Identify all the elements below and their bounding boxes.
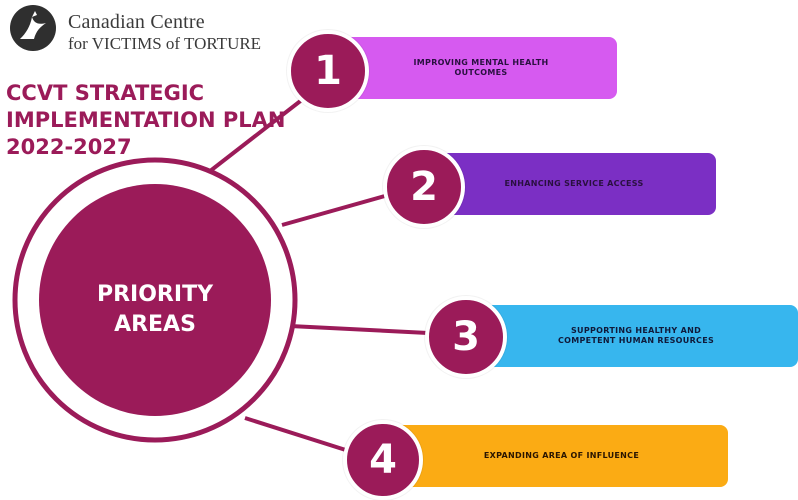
connector-line-3 [289,324,429,335]
plan-title-line3: 2022-2027 [6,135,132,159]
priority-banner-4: EXPANDING AREA OF INFLUENCE [395,425,728,487]
priority-1-line2: OUTCOMES [454,68,508,77]
priority-number-badge-1: 1 [287,30,369,112]
plan-title-line2: IMPLEMENTATION PLAN [6,108,286,132]
priority-4-text: EXPANDING AREA OF INFLUENCE [484,451,639,461]
hub-label-line2: AREAS [114,312,196,337]
plan-title: CCVT STRATEGIC IMPLEMENTATION PLAN 2022-… [6,80,285,161]
hub-label: PRIORITY AREAS [40,280,270,340]
priority-3-text: SUPPORTING HEALTHY AND COMPETENT HUMAN R… [558,326,714,346]
priority-banner-1: IMPROVING MENTAL HEALTH OUTCOMES [345,37,617,99]
priority-number-badge-2: 2 [383,146,465,228]
priority-2-text: ENHANCING SERVICE ACCESS [504,179,643,189]
ccvt-logo: Canadian Centre for VICTIMS of TORTURE [8,3,268,55]
priority-banner-2: ENHANCING SERVICE ACCESS [432,153,716,215]
logo-org-name-line2: for VICTIMS of TORTURE [68,34,262,53]
connector-line-1 [203,90,314,177]
priority-3-line1: SUPPORTING HEALTHY AND [570,326,702,335]
logo-org-name-line1: Canadian Centre [68,11,205,33]
connector-line-4 [244,416,353,454]
priority-1-line1: IMPROVING MENTAL HEALTH [413,58,549,67]
hub-circle [39,184,271,416]
plan-title-line1: CCVT STRATEGIC [6,81,205,105]
priority-number-badge-4: 4 [343,420,423,500]
priority-2-line1: ENHANCING SERVICE ACCESS [504,179,644,188]
hub-label-line1: PRIORITY [96,282,213,307]
bird-in-circle-logo-icon [10,5,56,51]
priority-4-line1: EXPANDING AREA OF INFLUENCE [483,451,640,460]
connector-line-2 [281,192,393,227]
priority-banner-3: SUPPORTING HEALTHY AND COMPETENT HUMAN R… [474,305,798,367]
priority-number-badge-3: 3 [425,296,507,378]
priority-1-text: IMPROVING MENTAL HEALTH OUTCOMES [414,58,549,78]
priority-3-line2: COMPETENT HUMAN RESOURCES [557,336,715,345]
